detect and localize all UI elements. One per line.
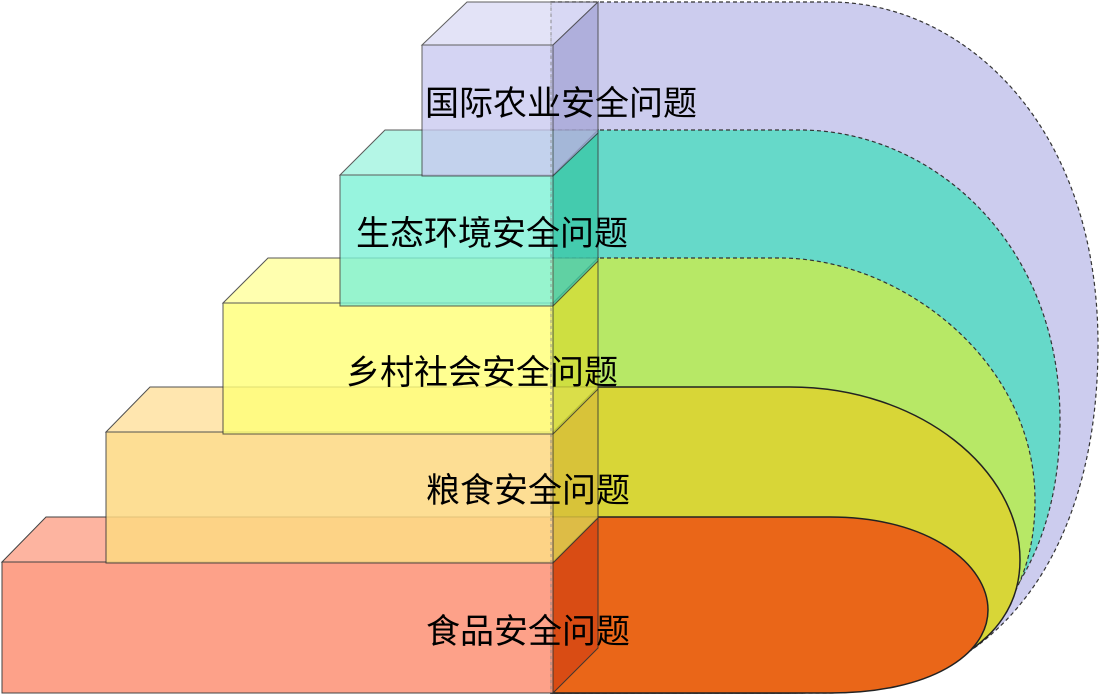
label-ecology: 生态环境安全问题 [356, 214, 628, 254]
step-ecology [338, 128, 600, 308]
step-food-front [1, 561, 554, 694]
label-international: 国际农业安全问题 [425, 84, 697, 124]
step-rural-front [222, 302, 554, 435]
label-food: 食品安全问题 [426, 612, 630, 652]
arc-food [550, 516, 989, 694]
arc-layer-group [550, 1, 1099, 694]
step-ecology-front [339, 174, 554, 307]
step-international [420, 0, 600, 178]
label-rural: 乡村社会安全问题 [346, 353, 618, 393]
label-grain: 粮食安全问题 [426, 471, 630, 511]
step-international-side [552, 0, 599, 178]
step-international-front [421, 44, 554, 177]
